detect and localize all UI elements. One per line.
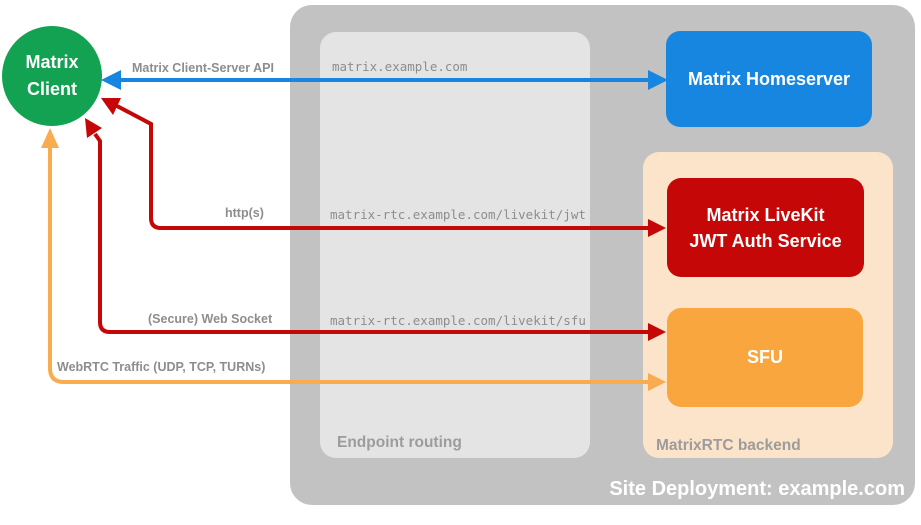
https-arrow-label: http(s)	[225, 206, 264, 220]
matrix-client-node: Matrix Client	[2, 26, 102, 126]
route-homeserver-hostname: matrix.example.com	[332, 59, 468, 74]
arrowhead-to-client-icon	[85, 118, 102, 138]
site-deployment-caption: Site Deployment: example.com	[609, 478, 905, 500]
webrtc-traffic-arrow-label: WebRTC Traffic (UDP, TCP, TURNs)	[57, 360, 266, 374]
sfu-node: SFU	[667, 308, 863, 407]
jwt-auth-label-line1: Matrix LiveKit	[706, 204, 825, 225]
matrixrtc-backend-caption: MatrixRTC backend	[656, 437, 801, 454]
web-socket-arrow-label: (Secure) Web Socket	[148, 312, 273, 326]
jwt-auth-label-line2: JWT Auth Service	[689, 230, 842, 251]
arrowhead-to-client-icon	[101, 70, 121, 90]
arrowhead-to-client-icon	[41, 128, 59, 148]
route-jwt-hostname: matrix-rtc.example.com/livekit/jwt	[330, 207, 586, 222]
matrix-homeserver-node: Matrix Homeserver	[666, 31, 872, 127]
endpoint-routing-caption: Endpoint routing	[337, 434, 462, 451]
matrix-client-label-line1: Matrix	[25, 52, 79, 72]
endpoint-routing-container	[320, 32, 590, 458]
sfu-label: SFU	[747, 347, 783, 367]
arrowhead-to-client-icon	[101, 98, 121, 115]
matrix-client-label-line2: Client	[26, 79, 77, 99]
route-sfu-hostname: matrix-rtc.example.com/livekit/sfu	[330, 313, 586, 328]
jwt-auth-service-label: Matrix LiveKit JWT Auth Service	[689, 202, 841, 254]
matrix-homeserver-label: Matrix Homeserver	[687, 68, 851, 89]
client-server-api-arrow-label: Matrix Client-Server API	[132, 61, 274, 75]
jwt-auth-service-node: Matrix LiveKit JWT Auth Service	[667, 178, 864, 277]
